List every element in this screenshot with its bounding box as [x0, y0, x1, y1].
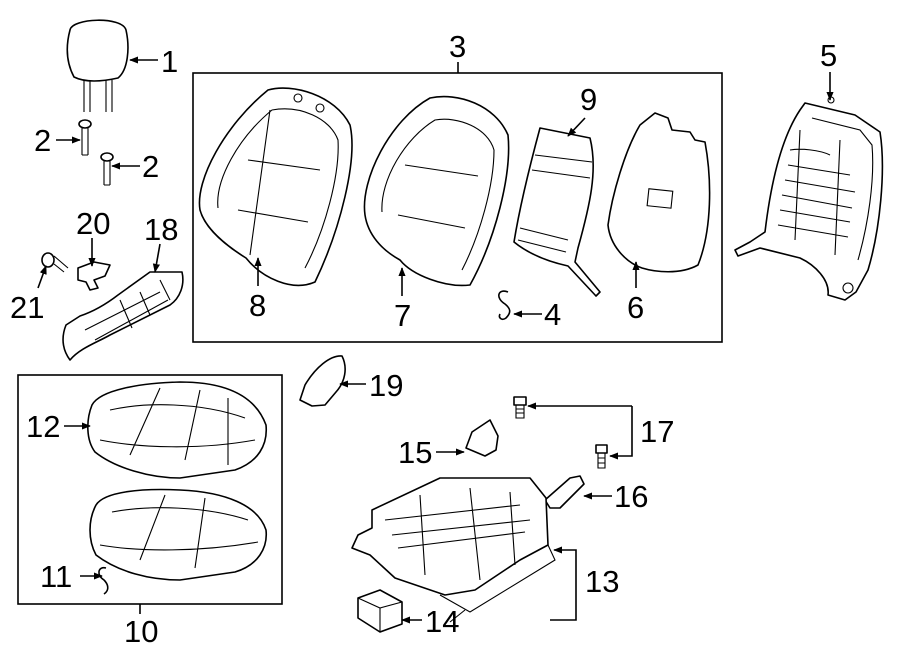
callout-4: 4: [544, 297, 561, 332]
callout-12: 12: [26, 409, 60, 444]
callout-7: 7: [394, 298, 411, 333]
callout-16: 16: [614, 479, 648, 514]
seat-bolt-b: [595, 444, 608, 469]
backrest-cover-part: [198, 87, 353, 287]
callout-15: 15: [398, 435, 432, 470]
headrest-part: [66, 19, 129, 112]
headrest-guide-a: [78, 119, 92, 156]
leader-21: [37, 265, 47, 289]
trim-screw-part: [41, 252, 69, 273]
leader-17: [609, 406, 633, 460]
leader-13b: [550, 580, 577, 621]
callout-20: 20: [76, 206, 110, 241]
leader-9: [567, 117, 586, 137]
cushion-hook-part: [98, 566, 109, 595]
adjust-lever-part: [544, 475, 585, 509]
callout-11: 11: [40, 559, 72, 594]
hog-ring-part: [498, 290, 511, 321]
seat-bracket-part: [465, 419, 499, 457]
callout-21: 21: [10, 290, 44, 325]
leader-13: [553, 546, 577, 580]
side-trim-part: [62, 271, 184, 361]
seat-bolt-a: [513, 396, 527, 419]
callout-9: 9: [580, 82, 597, 117]
seat-module-part: [357, 589, 403, 633]
seat-heater-panel-part: [513, 127, 601, 297]
callout-19: 19: [369, 368, 403, 403]
callout-3: 3: [449, 29, 466, 64]
callout-5: 5: [820, 38, 837, 73]
backrest-pad-panel-part: [607, 112, 711, 273]
headrest-guide-b: [100, 152, 114, 186]
callout-2b: 2: [142, 149, 159, 184]
cushion-group-box: [17, 374, 283, 605]
callout-17: 17: [640, 414, 674, 449]
cushion-cover-part: [87, 381, 268, 479]
callout-14: 14: [425, 604, 459, 639]
callout-2a: 2: [34, 123, 51, 158]
side-cover-part: [299, 355, 346, 407]
callout-13: 13: [585, 564, 619, 599]
callout-1: 1: [161, 44, 178, 79]
backrest-pad-part: [363, 95, 510, 287]
leader-18: [152, 243, 161, 273]
seat-track-part: [351, 477, 556, 623]
seatback-frame-part: [734, 96, 884, 301]
cushion-pad-part: [89, 488, 267, 581]
trim-clip-part: [77, 261, 111, 291]
callout-8: 8: [249, 288, 266, 323]
callout-18: 18: [144, 212, 178, 247]
callout-10: 10: [124, 614, 158, 649]
callout-6: 6: [627, 290, 644, 325]
